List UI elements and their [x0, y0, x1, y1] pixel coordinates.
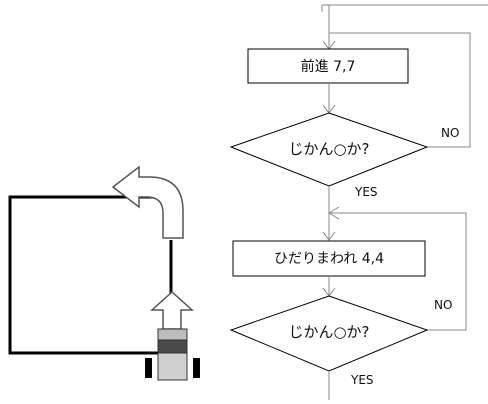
step2-box — [232, 240, 426, 277]
decision1-no-label: NO — [441, 126, 459, 140]
robot-body-middle — [157, 339, 188, 354]
robot-car-icon — [145, 328, 200, 381]
flowchart: 前進 7,7 じかん○か? NO YES ひだりまわれ 4,4 じかん○か? N… — [229, 4, 488, 400]
decision2-label: じかん○か? — [288, 323, 369, 341]
decision1-label: じかん○か? — [288, 140, 369, 158]
step2-label: ひだりまわれ 4,4 — [274, 251, 384, 267]
arrowhead-loop2 — [328, 206, 340, 220]
loop-line-2 — [329, 212, 467, 331]
up-arrow-icon — [150, 290, 194, 330]
decision1-yes-label: YES — [354, 185, 378, 199]
robot-right-wheel — [193, 358, 200, 378]
decision2-no-label: NO — [434, 298, 452, 312]
loop-line-1 — [329, 32, 471, 148]
robot-body-bottom — [157, 352, 188, 381]
arrowhead-step2 — [322, 231, 336, 241]
course-path — [8, 195, 163, 355]
decision2-yes-label: YES — [350, 373, 374, 387]
step1-label: 前進 7,7 — [301, 58, 356, 75]
course-illustration — [8, 165, 200, 381]
robot-body-top — [157, 328, 188, 341]
turn-left-arrow-icon — [111, 165, 184, 239]
step1-box — [247, 48, 409, 84]
robot-left-wheel — [145, 358, 152, 378]
